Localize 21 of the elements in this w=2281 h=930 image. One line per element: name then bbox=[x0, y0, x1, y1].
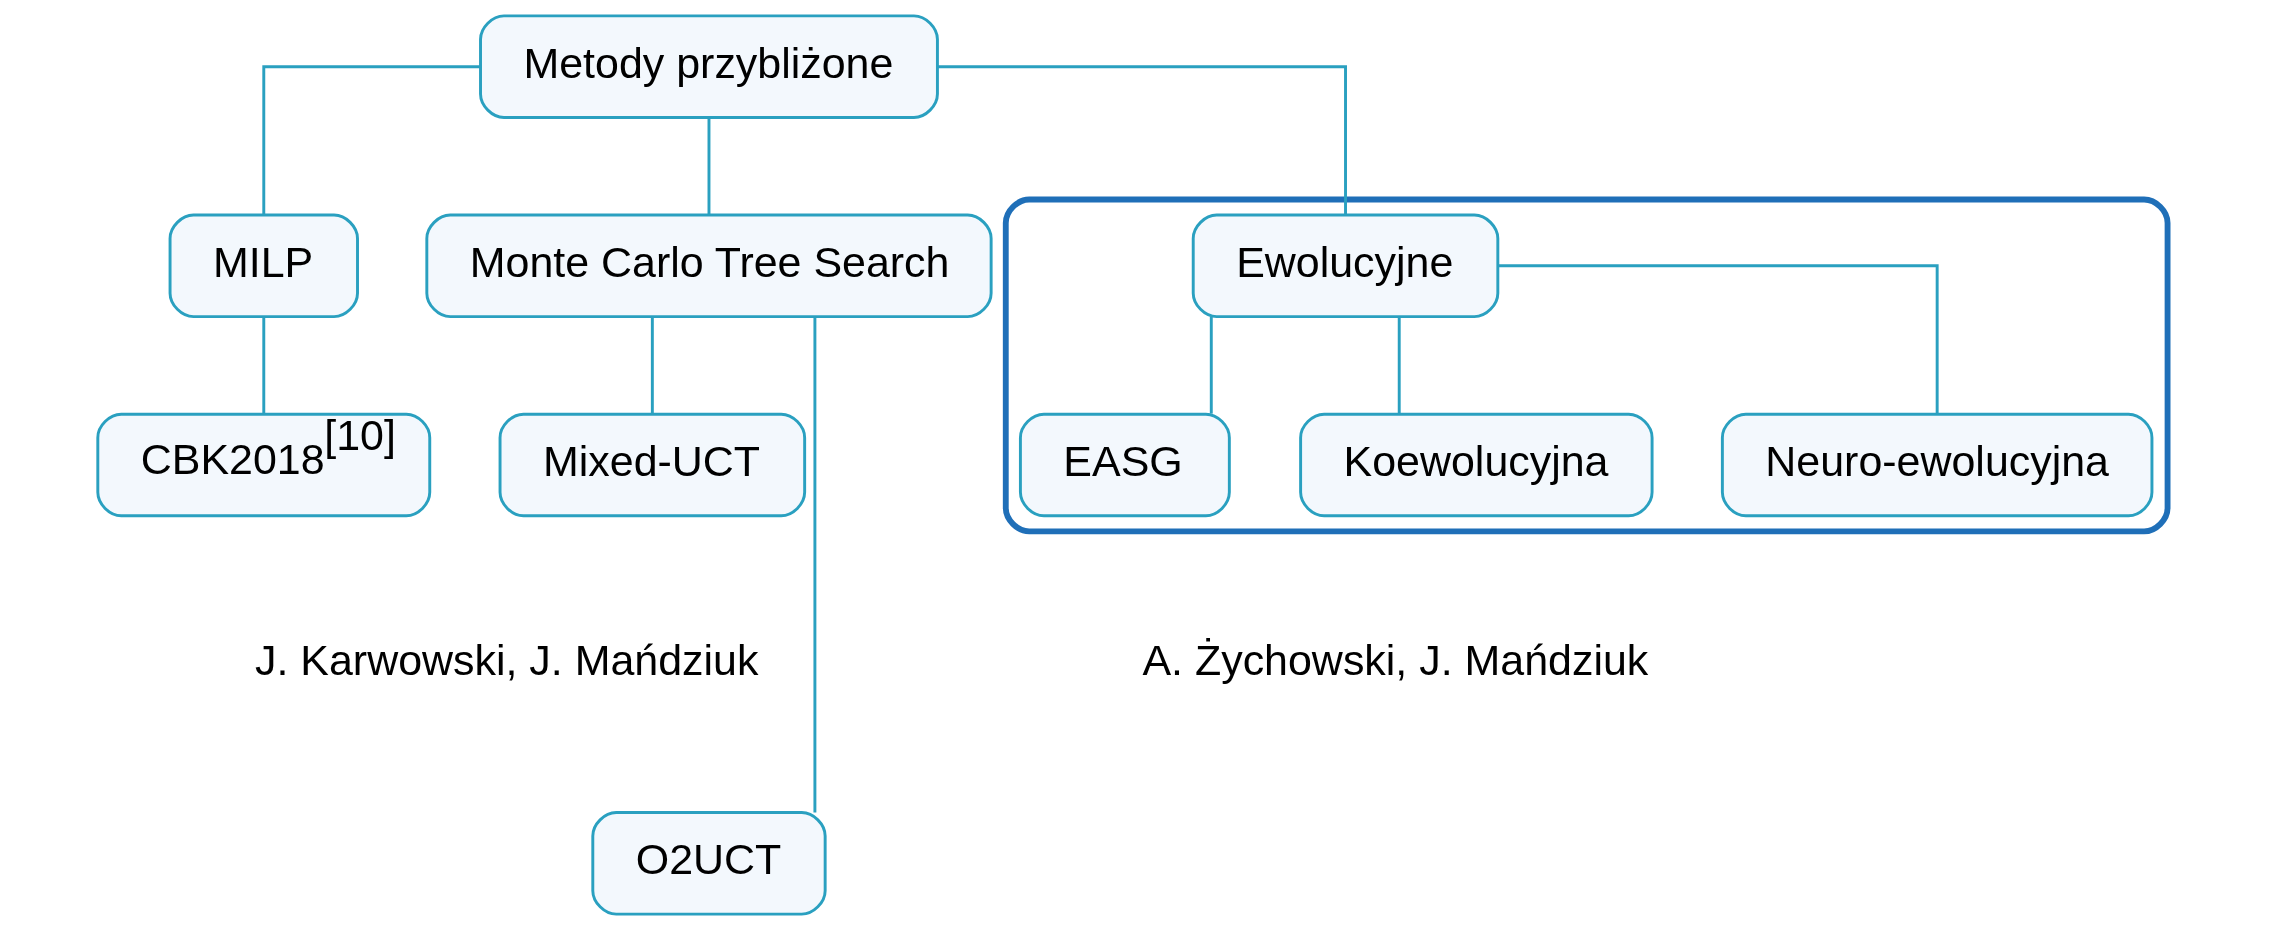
node-box: Monte Carlo Tree Search bbox=[425, 213, 993, 319]
connector bbox=[650, 316, 654, 414]
connector bbox=[813, 316, 817, 813]
cluster bbox=[1002, 196, 2171, 535]
node-box: Metody przybliżone bbox=[479, 14, 939, 119]
label: J. Karwowski, J. Mańdziuk bbox=[254, 636, 759, 685]
node-box: Neuro-ewolucyjna bbox=[1720, 412, 2154, 518]
connector bbox=[262, 316, 266, 414]
connector bbox=[262, 65, 481, 216]
connector bbox=[1497, 264, 1939, 415]
connector bbox=[1397, 316, 1401, 414]
node-box: Ewolucyjne bbox=[1191, 213, 1500, 319]
node-box: Koewolucyjna bbox=[1299, 412, 1654, 518]
node-box: EASG bbox=[1018, 412, 1231, 518]
node-box: Mixed-UCT bbox=[498, 412, 807, 518]
node-box: MILP bbox=[168, 213, 359, 319]
node-box: O2UCT bbox=[591, 811, 827, 916]
label: A. Żychowski, J. Mańdziuk bbox=[1142, 636, 1649, 685]
connector bbox=[707, 117, 711, 215]
connector bbox=[1209, 316, 1213, 414]
connector bbox=[937, 65, 1347, 216]
